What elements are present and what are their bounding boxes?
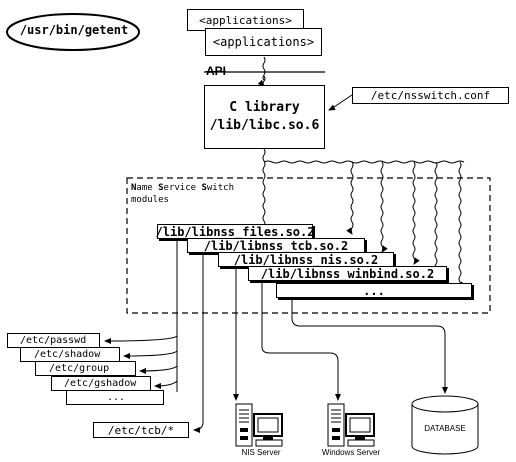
winbind-to-server (261, 280, 341, 401)
c-library-title: C library (229, 100, 300, 115)
c-library-path: /lib/libc.so.6 (209, 118, 320, 133)
database-label: DATABASE (424, 424, 466, 433)
module-libnss-files: /lib/libnss_files.so.2 (155, 224, 315, 239)
etc-more-box: ... (66, 390, 164, 405)
clib-to-tcb-connector (346, 161, 354, 235)
files-to-passwd (104, 335, 178, 344)
clib-branch-horizontal (263, 160, 465, 164)
module-more: ... (276, 283, 472, 298)
nss-region (126, 177, 491, 314)
clib-to-nis-connector (380, 161, 388, 253)
app-to-api-connector (262, 56, 266, 81)
etc-passwd-box: /etc/passwd (7, 333, 100, 348)
module-libnss-winbind: /lib/libnss_winbind.so.2 (248, 266, 447, 281)
etc-tcb-box: /etc/tcb/* (93, 422, 189, 438)
c-library-box: C library /lib/libc.so.6 (204, 85, 325, 149)
clib-to-files-connector (258, 148, 266, 234)
nss-region-label: Name Service Switch modules (131, 183, 234, 205)
files-to-group (139, 365, 178, 374)
clib-to-more-connector-a (430, 161, 438, 283)
files-to-shadow (123, 350, 178, 359)
module-libnss-nis: /lib/libnss_nis.so.2 (218, 252, 394, 267)
nsswitch-connector (328, 94, 353, 111)
getent-oval (6, 13, 140, 51)
module-libnss-tcb: /lib/libnss_tcb.so.2 (187, 238, 365, 253)
applications-box-front: <applications> (205, 28, 322, 56)
clib-to-winbind-connector (412, 161, 420, 265)
nis-server-computer-icon (235, 403, 283, 447)
more-to-database (291, 296, 448, 394)
api-to-clib-connector (257, 75, 266, 87)
getent-label: /usr/bin/getent (19, 23, 129, 37)
etc-group-box: /etc/group (35, 361, 136, 376)
api-label: API (206, 64, 227, 78)
etc-gshadow-box: /etc/gshadow (51, 376, 151, 391)
clib-to-more-connector-b (458, 161, 466, 289)
nsswitch-conf-box: /etc/nsswitch.conf (352, 87, 509, 104)
tcb-to-etc-tcb (193, 252, 204, 433)
windows-server-computer-icon (327, 403, 375, 447)
files-to-gshadow (154, 380, 178, 389)
database-cylinder-icon (411, 395, 479, 455)
nis-server-label: NIS Server (241, 448, 281, 457)
windows-server-label: Windows Server (321, 448, 381, 457)
etc-shadow-box: /etc/shadow (20, 347, 120, 362)
